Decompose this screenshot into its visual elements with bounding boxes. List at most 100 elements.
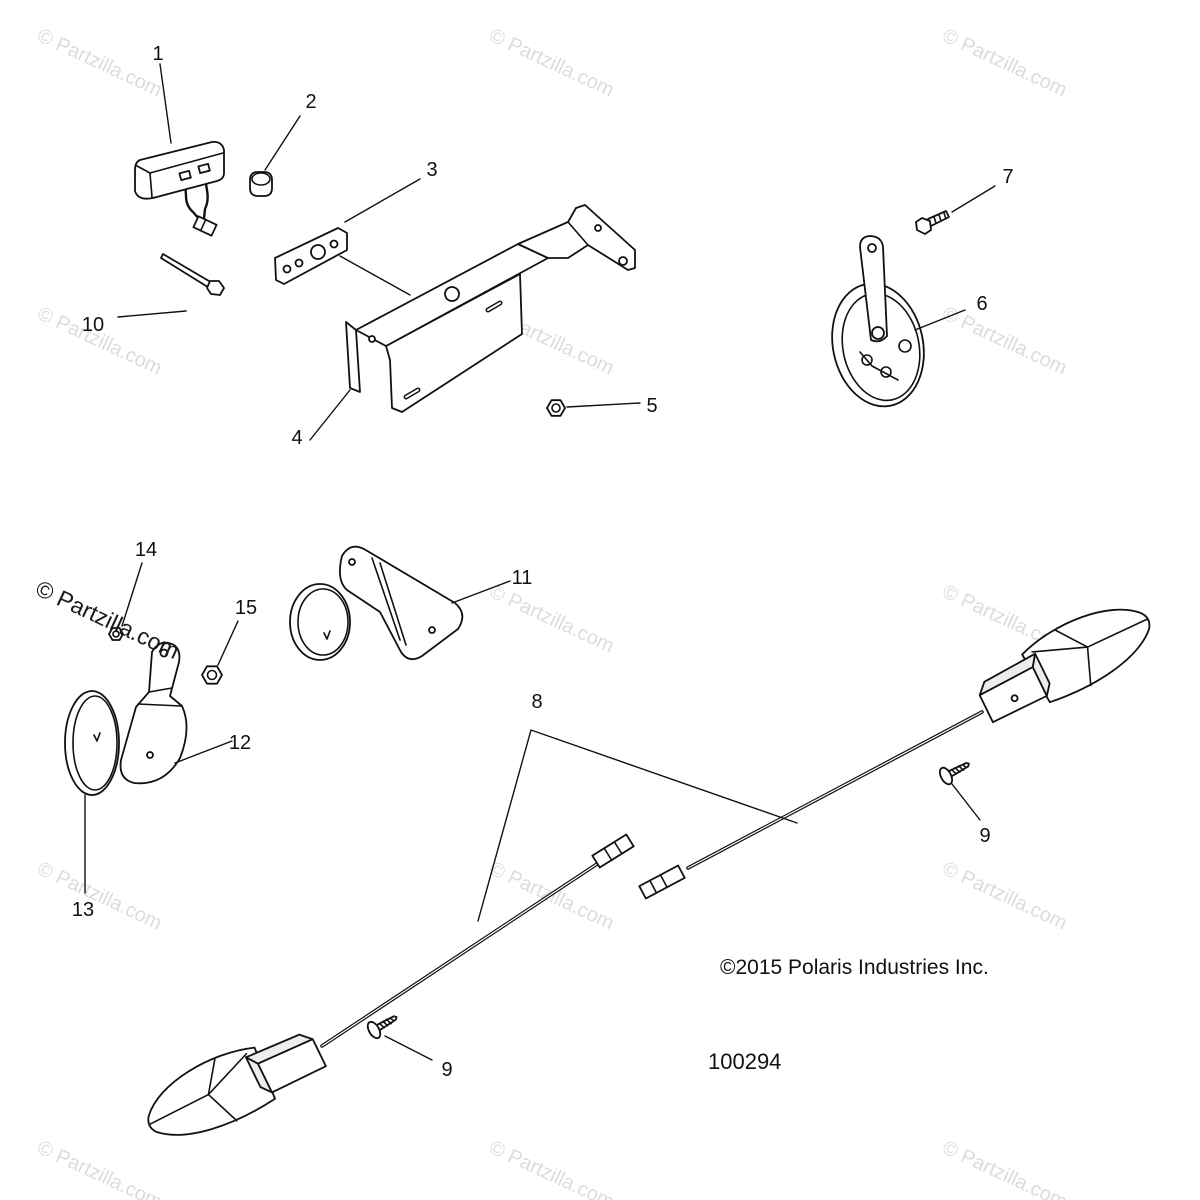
part-7-bolt — [915, 210, 950, 235]
leader-12 — [174, 740, 233, 764]
reflector-mark — [323, 630, 331, 640]
spacer-body — [249, 171, 273, 197]
tail-light-wire — [183, 178, 202, 222]
reflector-rim — [72, 695, 118, 791]
part-9-screw-right — [938, 762, 970, 786]
part-12-bracket — [119, 641, 188, 785]
signal-mount-hole — [1010, 694, 1019, 703]
part-3-plate — [274, 227, 348, 285]
connector-body — [638, 864, 686, 900]
watermark-text: © Partzilla.com — [34, 858, 165, 935]
leader-1 — [159, 63, 172, 144]
reflector-disc — [64, 690, 120, 796]
callout-1: 1 — [152, 43, 163, 65]
long-bolt-head — [206, 280, 225, 296]
callout-9-left: 9 — [441, 1059, 452, 1081]
callout-11: 11 — [512, 567, 533, 589]
signal-housing-side — [1031, 652, 1051, 697]
bracket-slot-inner — [487, 302, 501, 311]
horn-emblem — [861, 354, 873, 366]
copyright-notice: ©2015 Polaris Industries Inc. — [720, 956, 989, 979]
turn-signal-right — [978, 608, 1151, 724]
bracket-slot-inner — [405, 389, 419, 398]
part-9-screw-left — [366, 1015, 398, 1040]
spacer-top — [251, 172, 271, 186]
horn-emblem-mark — [859, 351, 899, 381]
callout-12: 12 — [229, 732, 251, 754]
horn-emblem — [880, 366, 892, 378]
connector-detail — [649, 874, 668, 894]
reflector-bracket-hole — [348, 558, 356, 566]
signal-cable-core — [321, 861, 601, 1047]
callout-10: 10 — [82, 314, 104, 336]
part-2-spacer — [249, 171, 273, 197]
screw-head — [366, 1020, 382, 1040]
callout-14: 14 — [135, 539, 157, 561]
bracket-12-body — [119, 641, 188, 785]
nut-bore — [551, 403, 561, 413]
horn-emblem — [898, 339, 912, 353]
tail-light-terminal — [178, 169, 192, 182]
part-5-nut — [546, 399, 566, 417]
reflector-bracket — [338, 545, 464, 661]
reflector-rim — [297, 588, 349, 656]
leader-5 — [566, 402, 641, 408]
callout-7: 7 — [1002, 166, 1013, 188]
horn-center-bolt — [871, 326, 885, 340]
part-13-reflector — [64, 690, 120, 796]
nut-hex — [546, 399, 566, 417]
bracket-12-hole — [146, 751, 154, 759]
leader-3-assembly — [339, 255, 411, 296]
leader-14 — [121, 562, 143, 627]
leader-lines — [84, 63, 996, 1061]
callout-2: 2 — [305, 91, 316, 113]
signal-connector — [591, 833, 635, 869]
leader-4 — [309, 389, 351, 441]
callout-4: 4 — [291, 427, 302, 449]
bracket-hole — [594, 224, 602, 232]
bolt-head — [915, 217, 932, 235]
bracket-12-hole — [159, 648, 169, 658]
callout-13: 13 — [72, 899, 94, 921]
connector-detail — [603, 841, 623, 861]
bracket-hole — [444, 286, 460, 302]
connector-body — [591, 833, 635, 869]
leader-11 — [451, 580, 511, 604]
leader-3 — [344, 178, 421, 223]
turn-signal-left — [147, 1033, 327, 1136]
callout-15: 15 — [235, 597, 257, 619]
tail-light-terminal — [197, 162, 211, 175]
leader-6 — [914, 309, 966, 331]
bracket-bend — [567, 221, 589, 246]
screw-thread — [378, 1017, 395, 1029]
plate-hole — [282, 264, 292, 274]
tail-light-connector — [192, 215, 218, 237]
reflector-mark — [93, 732, 101, 742]
tail-light-wire — [202, 171, 209, 221]
leader-2 — [264, 115, 301, 171]
signal-lens-facet — [149, 1052, 248, 1125]
tail-light-edge — [136, 152, 224, 198]
callout-8: 8 — [531, 691, 542, 713]
callout-5: 5 — [646, 395, 657, 417]
watermark-text: © Partzilla.com — [34, 25, 165, 102]
leader-9-right — [951, 783, 981, 821]
part-1-tail-light — [134, 141, 225, 237]
watermark-text: © Partzilla.com — [939, 303, 1070, 380]
part-11-reflector-bracket — [289, 545, 464, 661]
bracket-left-flange — [345, 321, 361, 393]
horn-mount-hole — [867, 243, 877, 253]
nut-bore — [112, 630, 120, 638]
screw-thread — [950, 764, 968, 775]
connector-body — [192, 215, 218, 237]
bracket-12-bend — [137, 687, 182, 707]
watermark-text-dark: © Partzilla.com — [32, 575, 183, 664]
leader-10 — [117, 310, 187, 318]
signal-housing-side — [245, 1056, 273, 1094]
part-8-turn-signals — [147, 608, 1151, 1136]
plate-hole — [294, 258, 304, 268]
horn-mount-strip — [859, 235, 888, 343]
leader-8 — [477, 729, 798, 922]
watermark-text: © Partzilla.com — [939, 858, 1070, 935]
